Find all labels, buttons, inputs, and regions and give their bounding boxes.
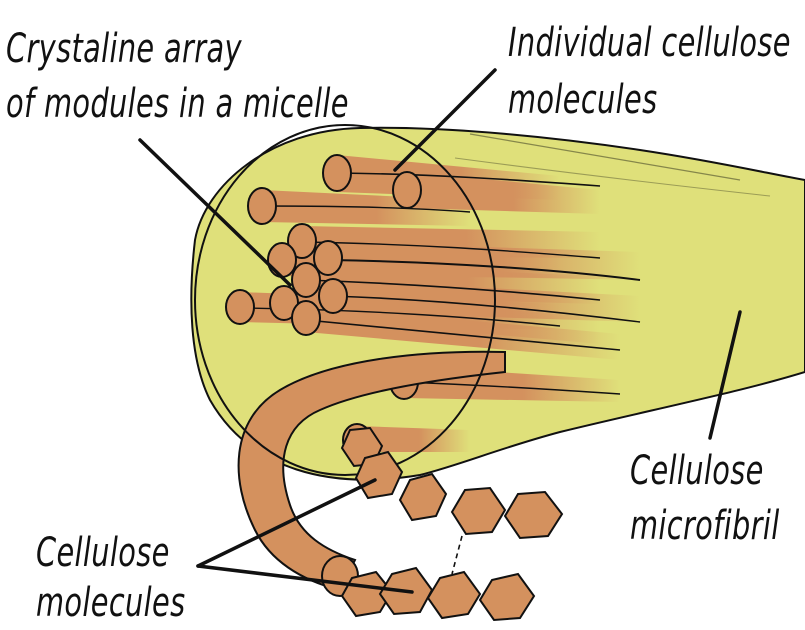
fiber-end [323,155,351,191]
fiber-end [292,301,320,335]
label-cellulose-molecules-line1: Cellulose [36,530,170,576]
label-individual-molecules-line2: molecules [508,77,657,123]
hexagon-chain-lower [342,568,534,620]
fiber-end [292,263,320,297]
hydrogen-bond-line [452,536,462,574]
label-individual-molecules-line1: Individual cellulose [508,20,791,66]
fiber-end [248,188,276,224]
label-crystaline-array-line2: of modules in a micelle [6,81,349,127]
label-cellulose-molecules-line2: molecules [36,580,185,626]
label-microfibril-line2: microfibril [630,503,780,549]
label-crystaline-array-line1: Crystaline array [6,26,242,72]
label-microfibril-line1: Cellulose [630,448,764,494]
fiber-end [226,290,254,324]
fiber-end [319,279,347,313]
fiber-end [268,243,296,277]
fiber-end [393,172,421,208]
